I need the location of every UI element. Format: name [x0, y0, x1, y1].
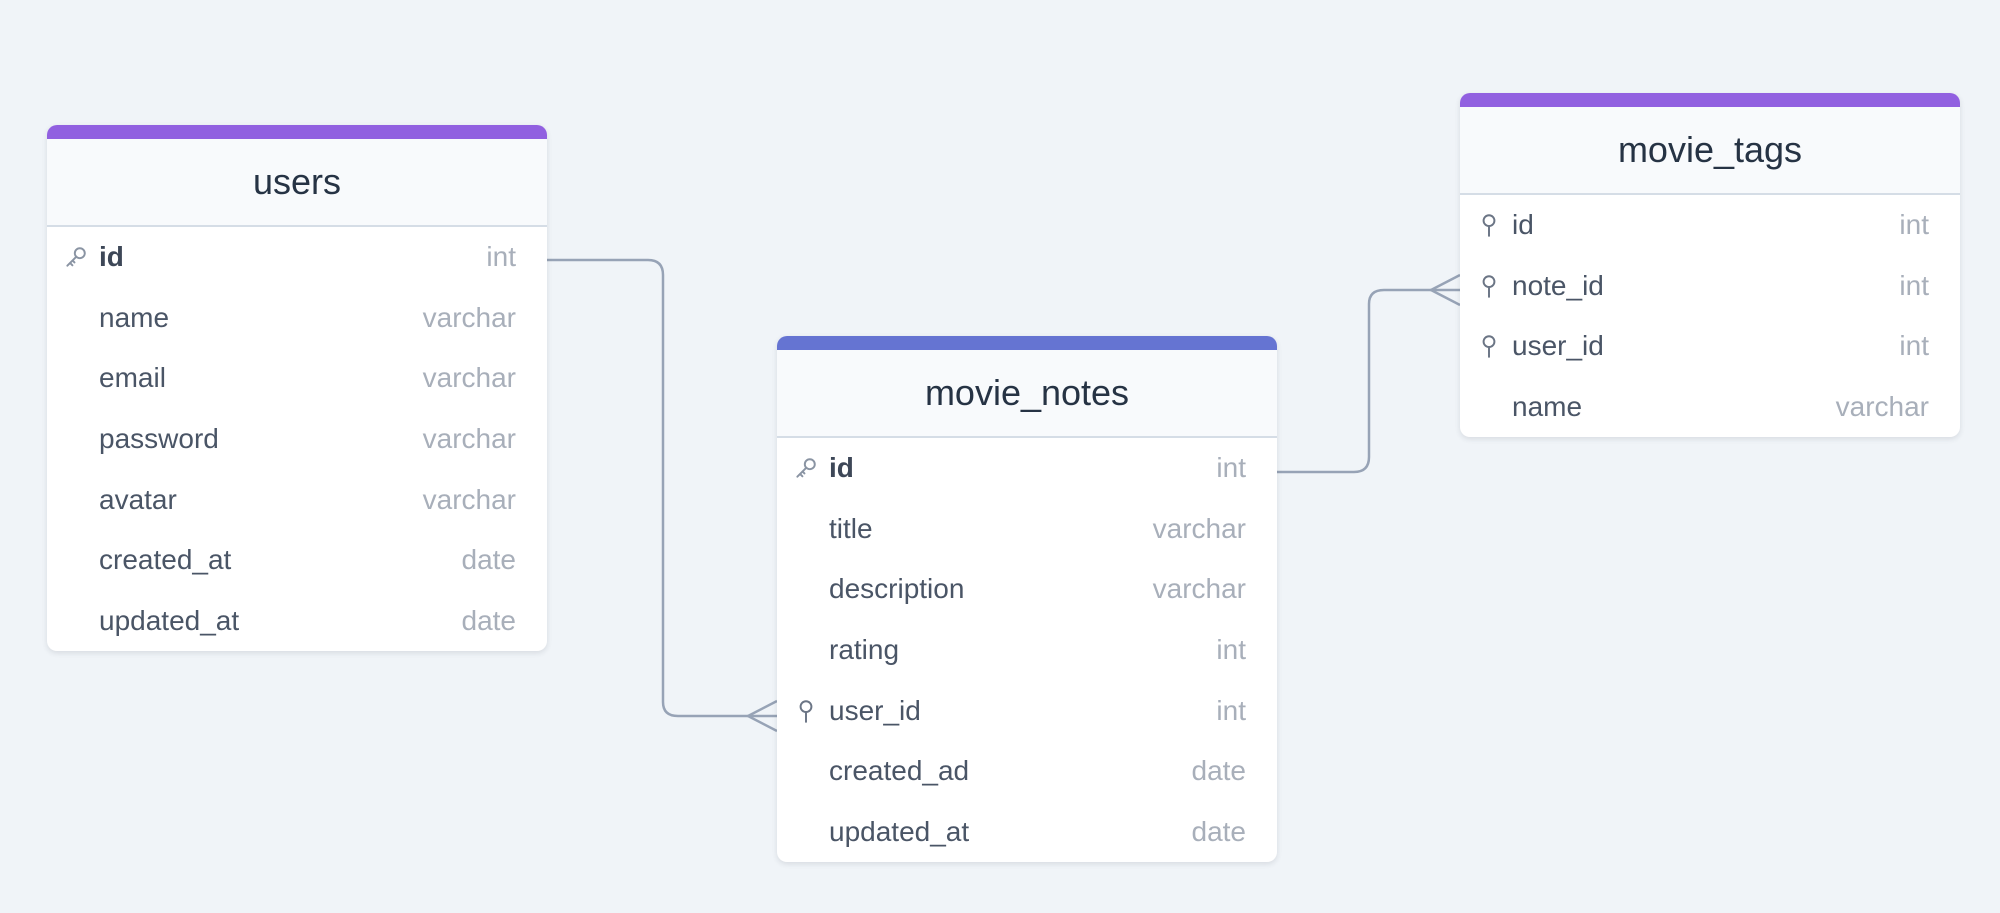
column-row-password[interactable]: password varchar	[47, 409, 547, 470]
column-row-created-at[interactable]: created_at date	[47, 530, 547, 591]
column-row-updated-at[interactable]: updated_at date	[777, 802, 1277, 863]
table-rows: id int title varchar description varchar ratin…	[777, 438, 1277, 862]
column-type: varchar	[422, 423, 516, 455]
column-row-user-id[interactable]: user_id int	[1460, 316, 1960, 377]
column-name: note_id	[1512, 269, 1604, 301]
crows-foot-movie-tags-note-id	[1428, 273, 1461, 307]
foreign-key-icon	[1476, 212, 1502, 238]
column-row-id[interactable]: id int	[47, 227, 547, 288]
column-name: email	[99, 362, 166, 394]
key-icon	[793, 455, 819, 481]
column-name: updated_at	[99, 604, 240, 636]
table-header[interactable]: movie_tags	[1460, 107, 1960, 195]
table-accent-bar	[1460, 93, 1960, 107]
column-row-name[interactable]: name varchar	[47, 288, 547, 349]
foreign-key-icon	[1476, 333, 1502, 359]
column-name: avatar	[99, 483, 177, 515]
column-type: varchar	[422, 362, 516, 394]
column-type: int	[1899, 330, 1929, 362]
table-header[interactable]: users	[47, 139, 547, 227]
column-name: created_at	[99, 544, 232, 576]
column-type: int	[1216, 634, 1246, 666]
column-name: description	[829, 573, 965, 605]
column-row-avatar[interactable]: avatar varchar	[47, 469, 547, 530]
column-name: password	[99, 423, 219, 455]
column-name: created_ad	[829, 755, 970, 787]
column-name: id	[829, 452, 854, 484]
column-type: varchar	[1152, 573, 1246, 605]
table-accent-bar	[47, 125, 547, 139]
column-row-email[interactable]: email varchar	[47, 348, 547, 409]
column-type: int	[1216, 452, 1246, 484]
column-type: varchar	[422, 483, 516, 515]
column-type: varchar	[1835, 391, 1929, 423]
column-type: varchar	[1152, 512, 1246, 544]
column-row-title[interactable]: title varchar	[777, 499, 1277, 560]
column-type: int	[486, 241, 516, 273]
column-name: name	[1512, 391, 1583, 423]
column-name: user_id	[1512, 330, 1604, 362]
column-name: id	[1512, 209, 1534, 241]
column-type: varchar	[422, 301, 516, 333]
column-row-name[interactable]: name varchar	[1460, 377, 1960, 438]
foreign-key-icon	[1476, 273, 1502, 299]
foreign-key-icon	[793, 698, 819, 724]
column-row-id[interactable]: id int	[1460, 195, 1960, 256]
column-name: id	[99, 241, 124, 273]
table-accent-bar	[777, 336, 1277, 350]
column-type: int	[1216, 694, 1246, 726]
table-rows: id int name varchar email varchar password varc…	[47, 227, 547, 651]
column-type: date	[1191, 755, 1247, 787]
relation-movie-notes-to-movie-tags[interactable]	[1277, 288, 1460, 474]
column-name: name	[99, 301, 170, 333]
table-title: movie_tags	[1617, 129, 1803, 170]
column-row-id[interactable]: id int	[777, 438, 1277, 499]
column-row-created-ad[interactable]: created_ad date	[777, 741, 1277, 802]
column-name: updated_at	[829, 815, 970, 847]
column-type: date	[461, 544, 517, 576]
column-row-updated-at[interactable]: updated_at date	[47, 591, 547, 652]
key-icon	[63, 244, 89, 270]
column-name: title	[829, 512, 873, 544]
table-title: movie_notes	[924, 372, 1130, 413]
column-row-description[interactable]: description varchar	[777, 559, 1277, 620]
column-type: date	[1191, 815, 1247, 847]
table-header[interactable]: movie_notes	[777, 350, 1277, 438]
column-type: int	[1899, 269, 1929, 301]
table-title: users	[252, 161, 342, 202]
crows-foot-movie-notes-user-id	[745, 699, 778, 733]
column-name: rating	[829, 634, 900, 666]
column-row-rating[interactable]: rating int	[777, 620, 1277, 681]
relation-users-to-movie-notes[interactable]	[547, 258, 777, 718]
column-type: date	[461, 604, 517, 636]
column-row-user-id[interactable]: user_id int	[777, 680, 1277, 741]
column-name: user_id	[829, 694, 921, 726]
column-type: int	[1899, 209, 1929, 241]
column-row-note-id[interactable]: note_id int	[1460, 256, 1960, 317]
